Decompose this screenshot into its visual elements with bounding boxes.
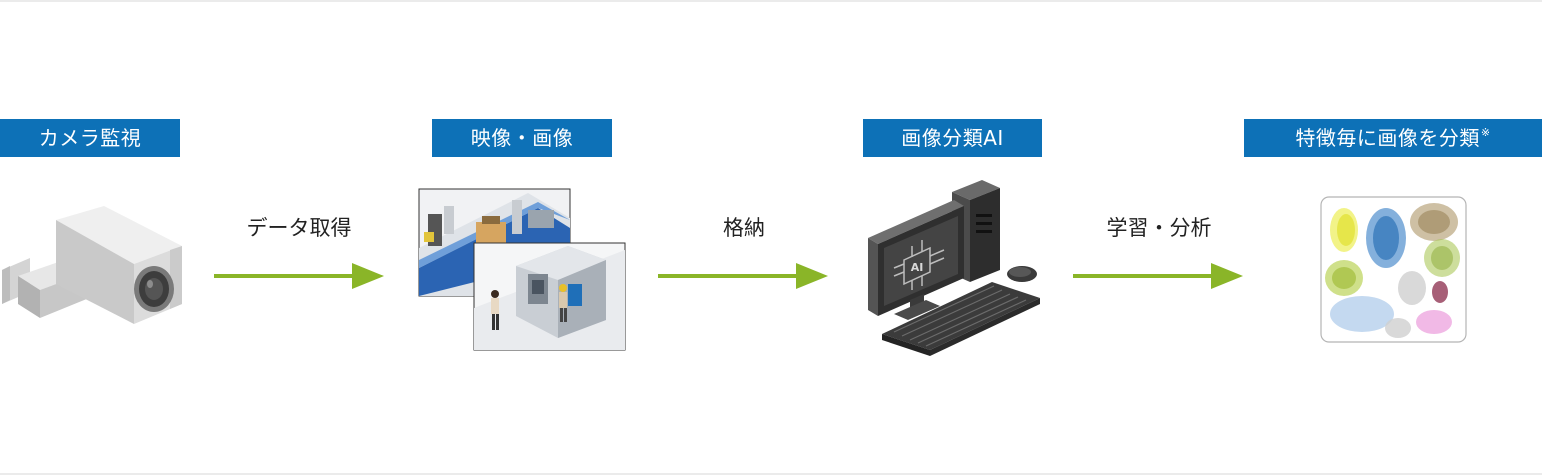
arrow-acquire — [214, 263, 384, 289]
cluster-maroon — [1432, 281, 1448, 303]
bottom-divider — [0, 473, 1542, 475]
stage-label-images: 映像・画像 — [432, 119, 612, 157]
stage-label-images-text: 映像・画像 — [470, 126, 574, 150]
top-divider — [0, 0, 1542, 2]
arrow-store — [658, 263, 828, 289]
transition-label-analyze: 学習・分析 — [1106, 216, 1212, 240]
note-mark: ※ — [1480, 126, 1491, 139]
stage-label-classify-text: 特徴毎に画像を分類 — [1295, 126, 1480, 150]
ai-computer-icon: AI — [868, 180, 1040, 356]
cluster-lightblue — [1330, 296, 1394, 332]
stage-label-ai-text: 画像分類AI — [901, 126, 1004, 150]
stage-label-camera: カメラ監視 — [0, 119, 180, 157]
cluster-lime — [1325, 260, 1363, 296]
transition-label-acquire: データ取得 — [246, 216, 352, 240]
cluster-gray — [1398, 271, 1426, 305]
cluster-blue — [1366, 208, 1406, 268]
cluster-yellow — [1330, 208, 1358, 252]
cluster-olive — [1424, 239, 1460, 277]
cluster-silver — [1385, 318, 1411, 338]
security-camera-icon — [2, 206, 182, 324]
stage-label-camera-text: カメラ監視 — [38, 126, 142, 150]
arrow-analyze — [1073, 263, 1243, 289]
factory-images-icon — [418, 188, 626, 351]
stage-label-ai: 画像分類AI — [863, 119, 1042, 157]
ai-chip-label: AI — [911, 261, 924, 274]
stage-label-classify: 特徴毎に画像を分類※ — [1244, 119, 1542, 157]
transition-label-store: 格納 — [723, 216, 765, 240]
cluster-pink — [1416, 310, 1452, 334]
cluster-plot-icon — [1320, 196, 1467, 343]
cluster-brown — [1410, 203, 1458, 241]
